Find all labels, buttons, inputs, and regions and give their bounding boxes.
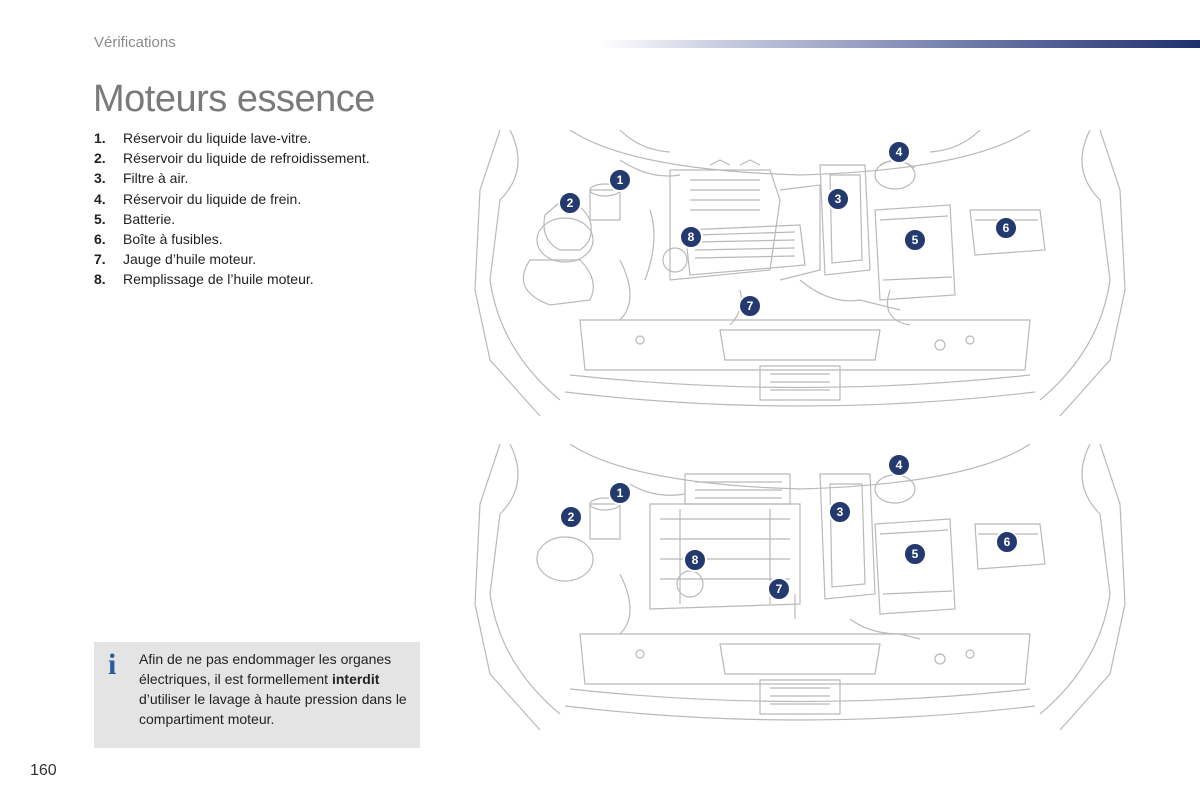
header-bar <box>600 40 1200 48</box>
callout-7: 7 <box>738 294 762 318</box>
callout-1: 1 <box>608 481 632 505</box>
legend-item: 2. Réservoir du liquide de refroidissemen… <box>94 148 370 168</box>
engine-diagram-bottom: 1 2 3 4 5 6 7 8 <box>470 444 1130 730</box>
svg-text:8: 8 <box>688 230 695 244</box>
callout-2: 2 <box>558 191 582 215</box>
legend-label: Réservoir du liquide de frein. <box>123 190 302 207</box>
legend-label: Jauge d’huile moteur. <box>123 251 257 268</box>
section-label: Vérifications <box>94 34 176 51</box>
svg-text:5: 5 <box>912 547 919 561</box>
legend-number: 7. <box>94 251 106 268</box>
page-number: 160 <box>30 762 57 779</box>
legend-label: Remplissage de l’huile moteur. <box>123 271 314 288</box>
callout-4: 4 <box>887 453 911 477</box>
legend-item: 7. Jauge d’huile moteur. <box>94 249 370 269</box>
info-text-end: d’utiliser le lavage à haute pression da… <box>139 691 407 727</box>
engine-drawing-bottom: 1 2 3 4 5 6 7 8 <box>474 444 1126 730</box>
callout-2: 2 <box>559 505 583 529</box>
svg-text:3: 3 <box>837 505 844 519</box>
legend-item: 1. Réservoir du liquide lave-vitre. <box>94 128 370 148</box>
legend-item: 4. Réservoir du liquide de frein. <box>94 189 370 209</box>
callout-5: 5 <box>903 228 927 252</box>
legend-label: Réservoir du liquide de refroidissement. <box>123 150 370 167</box>
info-note: i Afin de ne pas endommager les organes … <box>94 642 420 748</box>
legend-number: 6. <box>94 231 106 248</box>
engine-diagram-top: 1 2 3 4 5 6 7 8 <box>470 130 1130 416</box>
callout-8: 8 <box>683 548 707 572</box>
svg-text:1: 1 <box>617 173 624 187</box>
svg-text:7: 7 <box>776 582 783 596</box>
legend-label: Batterie. <box>123 210 176 227</box>
callout-4: 4 <box>887 140 911 164</box>
callout-3: 3 <box>828 500 852 524</box>
svg-text:8: 8 <box>692 553 699 567</box>
svg-text:6: 6 <box>1003 221 1010 235</box>
page-title: Moteurs essence <box>93 78 375 120</box>
svg-text:2: 2 <box>567 196 574 210</box>
callout-8: 8 <box>679 225 703 249</box>
legend-item: 3. Filtre à air. <box>94 168 370 188</box>
legend-label: Filtre à air. <box>123 170 189 187</box>
callout-6: 6 <box>994 216 1018 240</box>
component-legend: 1. Réservoir du liquide lave-vitre. 2. Rés… <box>94 128 370 290</box>
legend-number: 1. <box>94 130 106 146</box>
info-text-start: Afin de ne pas endommager les organes él… <box>139 651 392 687</box>
callout-5: 5 <box>903 542 927 566</box>
svg-text:2: 2 <box>568 510 575 524</box>
svg-text:1: 1 <box>617 486 624 500</box>
legend-number: 2. <box>94 150 106 167</box>
info-text-bold: interdit <box>331 671 380 687</box>
legend-number: 3. <box>94 170 106 187</box>
legend-number: 5. <box>94 210 106 227</box>
legend-number: 4. <box>94 190 106 207</box>
callout-6: 6 <box>995 530 1019 554</box>
legend-item: 6. Boîte à fusibles. <box>94 229 370 249</box>
callout-7: 7 <box>767 577 791 601</box>
info-text: Afin de ne pas endommager les organes él… <box>139 649 415 729</box>
legend-label: Boîte à fusibles. <box>123 231 223 248</box>
svg-text:4: 4 <box>896 458 903 472</box>
svg-text:4: 4 <box>896 145 903 159</box>
callout-3: 3 <box>826 187 850 211</box>
svg-text:7: 7 <box>747 299 754 313</box>
engine-drawing-top: 1 2 3 4 5 6 7 8 <box>474 130 1126 416</box>
svg-text:5: 5 <box>912 233 919 247</box>
legend-label: Réservoir du liquide lave-vitre. <box>123 130 312 146</box>
legend-item: 5. Batterie. <box>94 209 370 229</box>
legend-number: 8. <box>94 271 106 288</box>
info-icon: i <box>108 648 117 681</box>
svg-text:6: 6 <box>1004 535 1011 549</box>
svg-text:3: 3 <box>835 192 842 206</box>
legend-item: 8. Remplissage de l’huile moteur. <box>94 269 370 289</box>
callout-1: 1 <box>608 168 632 192</box>
